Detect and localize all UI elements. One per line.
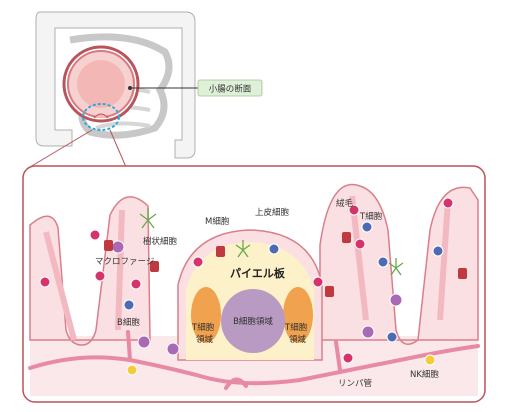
label-m-cell: M細胞	[205, 216, 230, 227]
focus-ring	[82, 103, 120, 131]
b-cells	[123, 221, 444, 343]
t-zone-left	[191, 287, 221, 343]
dendritic-cells	[139, 208, 404, 276]
label-t-zone-right-l2: 領域	[289, 334, 307, 345]
label-t-zone-right-l1: T細胞	[284, 322, 308, 333]
label-nk-cell: NK細胞	[410, 369, 439, 380]
t-cells	[39, 197, 454, 364]
nk-cells	[126, 354, 436, 376]
label-b-cell-zone: B細胞領域	[233, 316, 273, 327]
m-cells	[104, 232, 467, 297]
label-t-zone-left-l2: 領域	[196, 334, 214, 345]
label-t-zone-right: T細胞領域	[284, 322, 308, 345]
label-lymph-vessel: リンパ管	[338, 378, 372, 389]
label-t-zone-left: T細胞領域	[191, 322, 215, 345]
label-villus: 絨毛	[336, 198, 354, 209]
callout-label: 小腸の断面	[209, 84, 252, 95]
label-t-cell: T細胞	[359, 211, 383, 222]
b-cell-zone	[221, 289, 285, 353]
macrophages	[111, 240, 403, 356]
label-dendritic-cell: 樹状細胞	[143, 236, 178, 247]
callout-box	[197, 79, 263, 97]
label-macrophage: マクロファージ	[95, 257, 154, 267]
label-peyers-patch: パイエル板	[230, 266, 286, 280]
t-zone-right	[283, 287, 313, 343]
label-t-zone-left-l1: T細胞	[191, 322, 215, 333]
small-intestine-cross-section	[62, 45, 140, 123]
label-b-cell: B細胞	[117, 317, 140, 328]
villi	[29, 183, 479, 346]
peyers-patch	[177, 229, 323, 361]
lymph-vessels	[28, 330, 480, 390]
label-epithelial-cell: 上皮細胞	[255, 207, 290, 218]
